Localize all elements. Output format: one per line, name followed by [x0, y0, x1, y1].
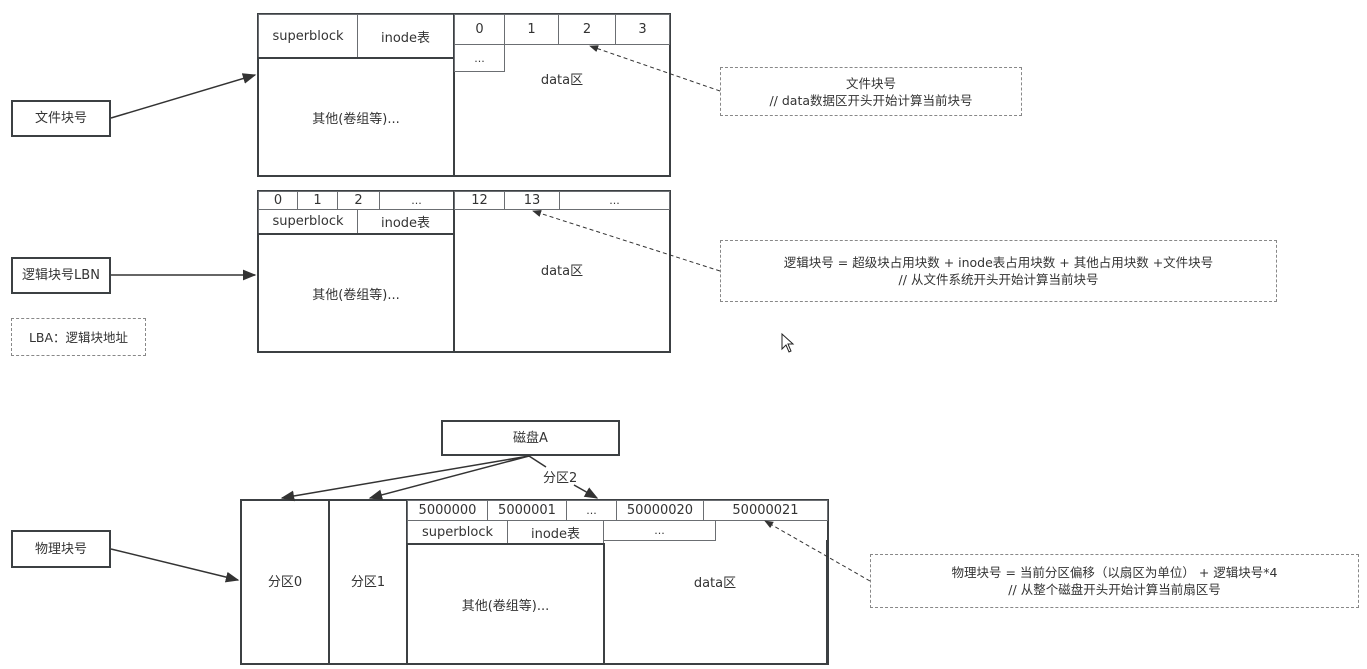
- fs2-inode[interactable]: inode表: [357, 209, 454, 234]
- mouse-cursor-icon: [781, 332, 795, 353]
- fs1-data-text: data区: [540, 72, 584, 88]
- fs1-block-2[interactable]: 2: [558, 14, 616, 45]
- fs1-superblock[interactable]: superblock: [258, 14, 358, 58]
- sector-50000021[interactable]: 50000021: [703, 500, 828, 521]
- fs1-block-more-text: ...: [474, 51, 485, 65]
- fs1-inode-text: inode表: [380, 30, 431, 46]
- fs2-block-1-text: 1: [313, 193, 322, 208]
- fs1-block-1-text: 1: [527, 22, 536, 37]
- disk-other-text: 其他(卷组等)...: [461, 598, 550, 614]
- arrow-file-block-to-fs1: [110, 73, 257, 119]
- lba-note[interactable]: LBA：逻辑块地址: [11, 318, 146, 356]
- disk-block-more-text: ...: [654, 524, 665, 537]
- disk-superblock-text: superblock: [421, 524, 494, 540]
- sector-50000020-text: 50000020: [626, 503, 694, 518]
- file-block-label[interactable]: 文件块号: [11, 100, 111, 137]
- partition-0-text: 分区0: [267, 574, 303, 590]
- fs2-inode-text: inode表: [380, 216, 431, 231]
- fs1-block-2-text: 2: [582, 22, 592, 37]
- fs2-block-1[interactable]: 1: [297, 191, 338, 210]
- edge-disk-to-partition2-a: [528, 455, 547, 468]
- fs2-block-12-text: 12: [471, 193, 488, 208]
- file-block-label-text: 文件块号: [34, 111, 87, 126]
- physical-block-label-text: 物理块号: [34, 541, 87, 557]
- partition-1[interactable]: 分区1: [328, 499, 408, 665]
- fs2-superblock[interactable]: superblock: [258, 209, 358, 234]
- partition-1-text: 分区1: [350, 574, 386, 590]
- fs2-block-more-right-text: ...: [609, 194, 620, 207]
- fs1-block-more[interactable]: ...: [454, 44, 505, 72]
- fs2-block-13-text: 13: [523, 193, 541, 208]
- physical-block-note[interactable]: 物理块号 = 当前分区偏移（以扇区为单位） + 逻辑块号*4 // 从整个磁盘开…: [870, 554, 1359, 608]
- arrow-physical-block-to-partition0: [110, 548, 240, 583]
- partition-0[interactable]: 分区0: [240, 499, 330, 665]
- fs1-block-1[interactable]: 1: [504, 14, 559, 45]
- fs2-block-0-text: 0: [273, 193, 283, 208]
- file-block-note-line1: 文件块号: [845, 75, 896, 91]
- fs2-superblock-text: superblock: [272, 214, 344, 229]
- arrow-disk-to-partition2: [573, 484, 599, 499]
- logical-block-note-line2: // 从文件系统开头开始计算当前块号: [898, 272, 1099, 287]
- sector-more-text: ...: [586, 504, 597, 517]
- fs2-block-0[interactable]: 0: [258, 191, 298, 210]
- arrow-disk-to-partition0: [280, 455, 530, 502]
- disk-data[interactable]: data区: [604, 540, 828, 665]
- fs1-block-3-text: 3: [638, 22, 647, 37]
- fs1-other-text: 其他(卷组等)...: [312, 111, 400, 127]
- fs2-data-text: data区: [540, 264, 584, 279]
- physical-block-note-line2: // 从整个磁盘开头开始计算当前扇区号: [1008, 582, 1221, 597]
- arrow-disk-to-partition1: [368, 455, 530, 501]
- file-block-note-line2: // data数据区开头开始计算当前块号: [769, 92, 973, 108]
- lba-note-text: LBA：逻辑块地址: [28, 329, 129, 345]
- fs1-inode[interactable]: inode表: [357, 14, 454, 58]
- logical-block-note[interactable]: 逻辑块号 = 超级块占用块数 + inode表占用块数 + 其他占用块数 +文件…: [720, 240, 1277, 302]
- fs2-block-more-left[interactable]: ...: [379, 191, 454, 210]
- sector-50000020[interactable]: 50000020: [616, 500, 704, 521]
- fs2-block-more-left-text: ...: [411, 194, 422, 207]
- disk-inode[interactable]: inode表: [507, 520, 604, 544]
- disk-superblock[interactable]: superblock: [407, 520, 508, 544]
- physical-block-label[interactable]: 物理块号: [11, 530, 111, 568]
- logical-block-note-line1: 逻辑块号 = 超级块占用块数 + inode表占用块数 + 其他占用块数 +文件…: [783, 255, 1214, 270]
- sector-5000001-text: 5000001: [498, 503, 556, 518]
- fs2-other-text: 其他(卷组等)...: [312, 287, 400, 303]
- disk-data-text: data区: [693, 576, 737, 591]
- file-block-note[interactable]: 文件块号 // data数据区开头开始计算当前块号: [720, 67, 1022, 116]
- fs2-data[interactable]: data区: [453, 190, 671, 353]
- fs2-block-2-text: 2: [354, 193, 363, 208]
- partition-2-edge-label: 分区2: [543, 471, 578, 486]
- disk-a-box[interactable]: 磁盘A: [441, 420, 620, 456]
- sector-more[interactable]: ...: [566, 500, 617, 521]
- sector-5000000-text: 5000000: [418, 503, 477, 518]
- fs1-block-0[interactable]: 0: [454, 14, 505, 45]
- sector-5000000[interactable]: 5000000: [407, 500, 488, 521]
- logical-block-label-text: 逻辑块号LBN: [22, 268, 100, 283]
- physical-block-note-line1: 物理块号 = 当前分区偏移（以扇区为单位） + 逻辑块号*4: [951, 565, 1278, 580]
- fs1-block-3[interactable]: 3: [615, 14, 670, 45]
- fs1-superblock-text: superblock: [272, 28, 344, 44]
- fs2-block-13[interactable]: 13: [504, 191, 560, 210]
- disk-other[interactable]: 其他(卷组等)...: [406, 543, 605, 665]
- disk-inode-text: inode表: [530, 526, 581, 542]
- fs2-block-12[interactable]: 12: [454, 191, 505, 210]
- logical-block-label[interactable]: 逻辑块号LBN: [11, 257, 111, 294]
- fs2-block-more-right[interactable]: ...: [559, 191, 670, 210]
- fs1-block-0-text: 0: [475, 22, 484, 37]
- sector-5000001[interactable]: 5000001: [487, 500, 567, 521]
- fs1-other[interactable]: 其他(卷组等)...: [257, 57, 455, 177]
- disk-block-more[interactable]: ...: [603, 520, 716, 541]
- sector-50000021-text: 50000021: [732, 503, 799, 518]
- fs2-block-2[interactable]: 2: [337, 191, 380, 210]
- fs2-other[interactable]: 其他(卷组等)...: [257, 233, 455, 353]
- disk-a-text: 磁盘A: [513, 430, 548, 446]
